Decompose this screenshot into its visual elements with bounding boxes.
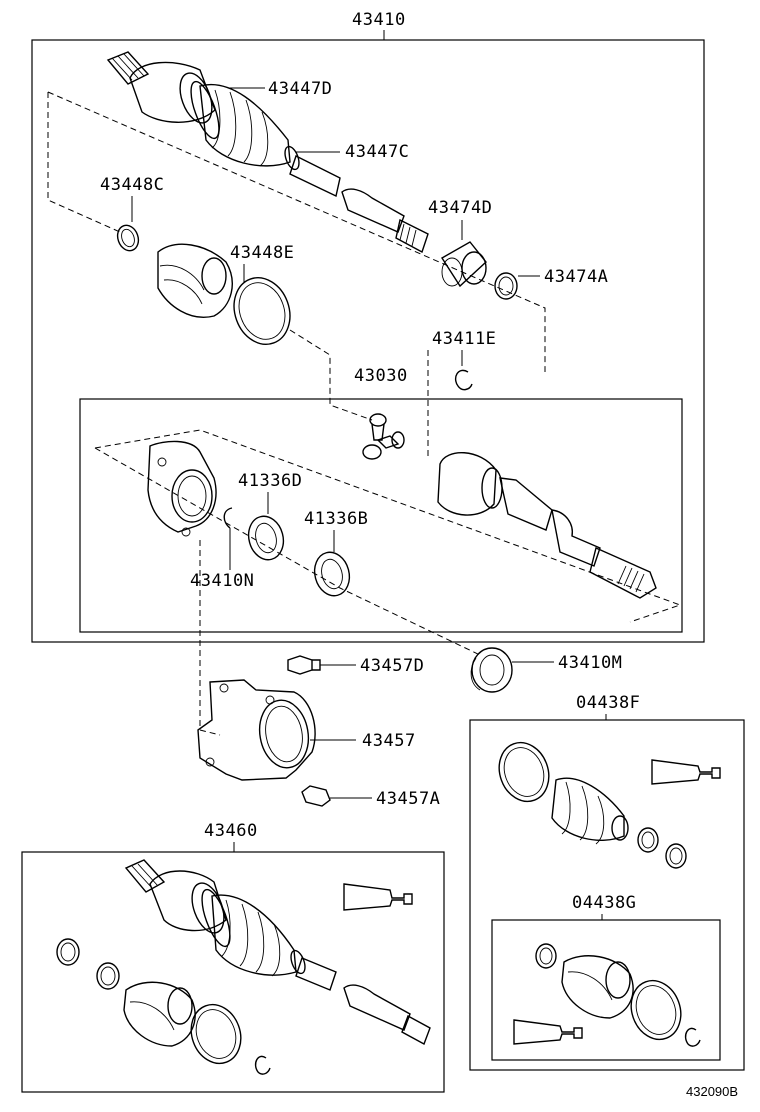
label-43448E[interactable]: 43448E (230, 243, 294, 263)
inner-joint-43030-frame (79, 398, 683, 633)
band-04438G (630, 979, 682, 1041)
clamp-small-1 (56, 938, 80, 966)
grease-tube-04438G (513, 1019, 583, 1045)
label-41336D[interactable]: 41336D (238, 471, 302, 491)
boot-kit-04438G-frame (491, 919, 721, 1061)
outer-joint-shaft (106, 51, 429, 254)
label-43457D[interactable]: 43457D (360, 656, 424, 676)
bearing-bracket-housing (147, 440, 217, 537)
assembly-43460-frame (21, 851, 445, 1093)
clamp-43448C (116, 224, 140, 252)
boot-kit-04438F-frame (469, 719, 745, 1071)
clamp-04438F-2 (665, 843, 687, 869)
seal-41336B (313, 551, 351, 597)
inner-joint-housing (437, 451, 657, 599)
label-43460[interactable]: 43460 (204, 821, 258, 841)
label-04438F[interactable]: 04438F (576, 693, 640, 713)
ring-43474D (441, 241, 487, 288)
label-43457[interactable]: 43457 (362, 731, 416, 751)
label-41336B[interactable]: 41336B (304, 509, 368, 529)
clamp-04438F-1 (637, 827, 659, 853)
band-04438F (498, 741, 550, 803)
assembly-43410-frame (31, 39, 705, 643)
snap-ring-43460 (254, 1055, 271, 1075)
snap-ring-43411E (454, 369, 473, 391)
boot-04438F (551, 777, 629, 845)
label-43474A[interactable]: 43474A (544, 267, 608, 287)
snap-ring-04438G (684, 1027, 701, 1047)
label-43030[interactable]: 43030 (354, 366, 408, 386)
bearing-43410M (470, 647, 513, 693)
drawing-code: 432090B (686, 1084, 738, 1099)
label-43411E[interactable]: 43411E (432, 329, 496, 349)
tripod-joint (362, 413, 405, 460)
inner-boot-43460 (123, 981, 196, 1047)
snap-ring-43410N (223, 507, 233, 529)
clamp-small-2 (96, 962, 120, 990)
label-43410N[interactable]: 43410N (190, 571, 254, 591)
label-04438G[interactable]: 04438G (572, 893, 636, 913)
grease-tube-43460 (343, 883, 413, 911)
label-43457A[interactable]: 43457A (376, 789, 440, 809)
label-43448C[interactable]: 43448C (100, 175, 164, 195)
bracket-43457 (197, 679, 316, 781)
boot-04438G (561, 955, 634, 1019)
label-43410M[interactable]: 43410M (558, 653, 622, 673)
shaft-assembly-43460 (124, 859, 431, 1046)
label-43447C[interactable]: 43447C (345, 142, 409, 162)
band-43460 (190, 1003, 242, 1065)
bolt-43457A (301, 785, 331, 807)
clamp-04438G-1 (535, 943, 557, 969)
label-43447D[interactable]: 43447D (268, 79, 332, 99)
label-43410[interactable]: 43410 (352, 10, 406, 30)
grease-tube-04438F (651, 759, 721, 785)
bolt-43457D (287, 655, 321, 675)
seal-41336D (247, 515, 285, 561)
label-43474D[interactable]: 43474D (428, 198, 492, 218)
clamp-43474A (494, 272, 518, 300)
boot-43448E (157, 243, 291, 345)
